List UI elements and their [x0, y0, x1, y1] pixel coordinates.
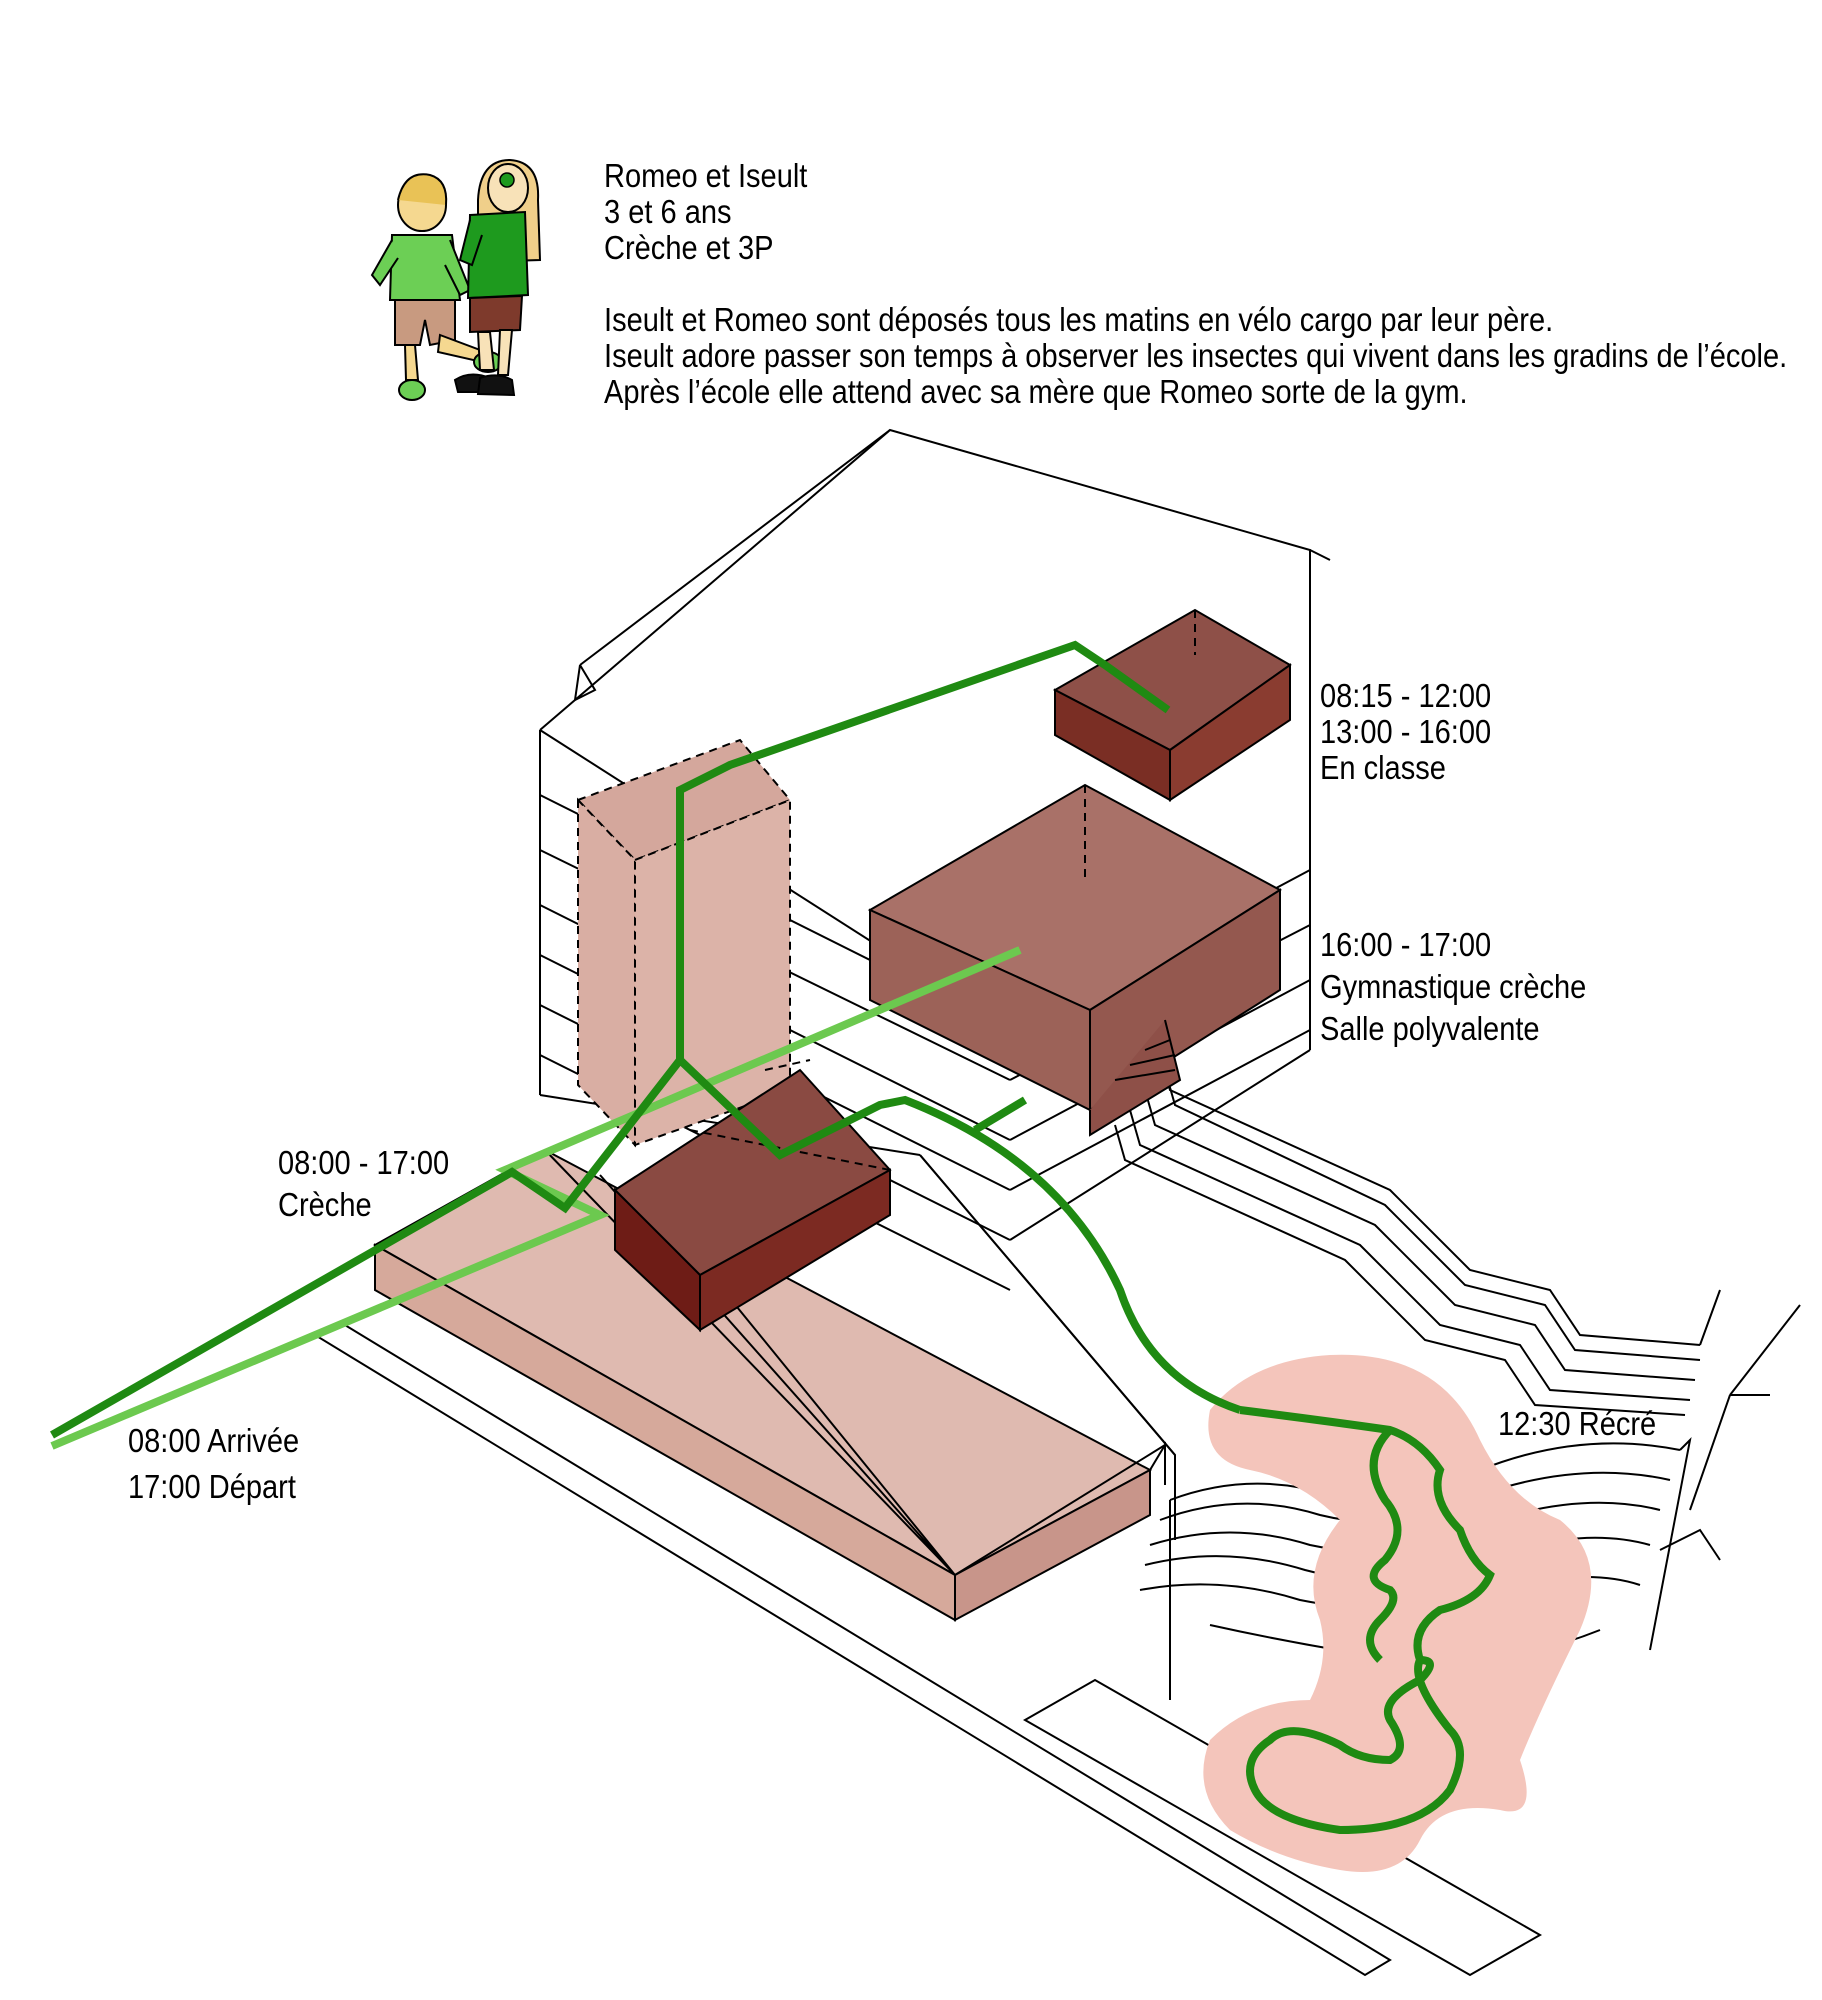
classroom-label: 08:15 - 12:00 13:00 - 16:00 En classe: [1320, 678, 1491, 786]
creche-time: 08:00 - 17:00: [278, 1144, 450, 1181]
child-paths: [50, 640, 1495, 1835]
persona-classes: Crèche et 3P: [604, 229, 774, 266]
persona-story-line: Iseult adore passer son temps à observer…: [604, 337, 1788, 374]
persona-ages: 3 et 6 ans: [604, 193, 732, 230]
girl-figure: [453, 158, 542, 397]
gym-activity: Gymnastique crèche: [1320, 968, 1587, 1005]
playground-area: [1203, 1354, 1592, 1872]
gym-time: 16:00 - 17:00: [1320, 926, 1492, 963]
dark-path: [50, 640, 1171, 1439]
recess-label: 12:30 Récré: [1498, 1406, 1656, 1442]
gym-place: Salle polyvalente: [1320, 1010, 1540, 1047]
classroom-volume: [1052, 608, 1292, 802]
creche-label: 08:00 - 17:00 Crèche: [278, 1142, 449, 1226]
arrival-label: 08:00 Arrivée 17:00 Départ: [128, 1418, 299, 1510]
recess-time: 12:30 Récré: [1498, 1405, 1657, 1442]
recess-loop: [1239, 1406, 1495, 1835]
classroom-place: En classe: [1320, 749, 1446, 786]
persona-name: Romeo et Iseult: [604, 157, 808, 194]
persona-block: Romeo et Iseult 3 et 6 ans Crèche et 3P …: [604, 158, 1787, 410]
classroom-time-2: 13:00 - 16:00: [1320, 713, 1492, 750]
classroom-time-1: 08:15 - 12:00: [1320, 677, 1492, 714]
creche-volume: [372, 1148, 1166, 1622]
dark-path-return: [677, 1057, 1242, 1414]
gym-volume: [867, 783, 1282, 1137]
persona-story-line: Après l’école elle attend avec sa mère q…: [604, 373, 1468, 410]
gym-label: 16:00 - 17:00 Gymnastique crèche Salle p…: [1320, 924, 1586, 1050]
arrival-time: 08:00 Arrivée: [128, 1422, 300, 1459]
light-path: [50, 946, 1022, 1450]
dark-path-gym: [972, 1096, 1028, 1134]
departure-time: 17:00 Départ: [128, 1468, 296, 1505]
persona-story-line: Iseult et Romeo sont déposés tous les ma…: [604, 301, 1554, 338]
terraces-upper: [1114, 1054, 1721, 1416]
creche-place: Crèche: [278, 1186, 372, 1223]
children-illustration: [370, 158, 542, 401]
